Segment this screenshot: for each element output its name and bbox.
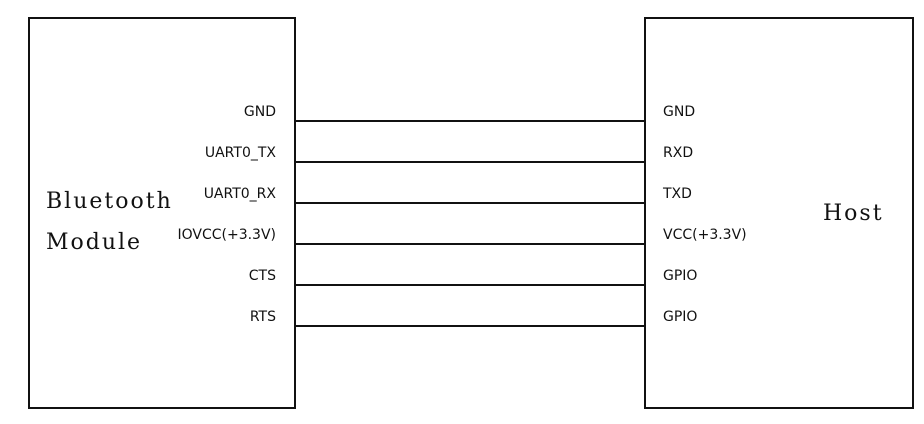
module-pin-label: GND <box>244 104 276 120</box>
host-pin-label: TXD <box>662 186 692 202</box>
host-pin-label: RXD <box>663 145 693 161</box>
host-pin-label: GND <box>663 104 695 120</box>
module-pin-label: RTS <box>250 309 276 325</box>
host-pin-label: VCC(+3.3V) <box>663 227 747 243</box>
module-title-line-2: Module <box>46 230 142 255</box>
module-pin-label: CTS <box>249 268 276 284</box>
module-pin-label: UART0_RX <box>204 186 277 202</box>
module-pin-label: UART0_TX <box>205 145 277 161</box>
host-title: Host <box>823 201 884 226</box>
host-pin-label: GPIO <box>663 268 697 284</box>
host-pin-label: GPIO <box>663 309 697 325</box>
connections-group: GND GND UART0_TX RXD UART0_RX TXD IOVCC(+3.3V)… <box>177 104 747 327</box>
module-title-line-1: Bluetooth <box>46 189 173 214</box>
module-pin-label: IOVCC(+3.3V) <box>177 227 276 243</box>
host-box <box>644 17 914 409</box>
bluetooth-module-box <box>28 17 296 409</box>
